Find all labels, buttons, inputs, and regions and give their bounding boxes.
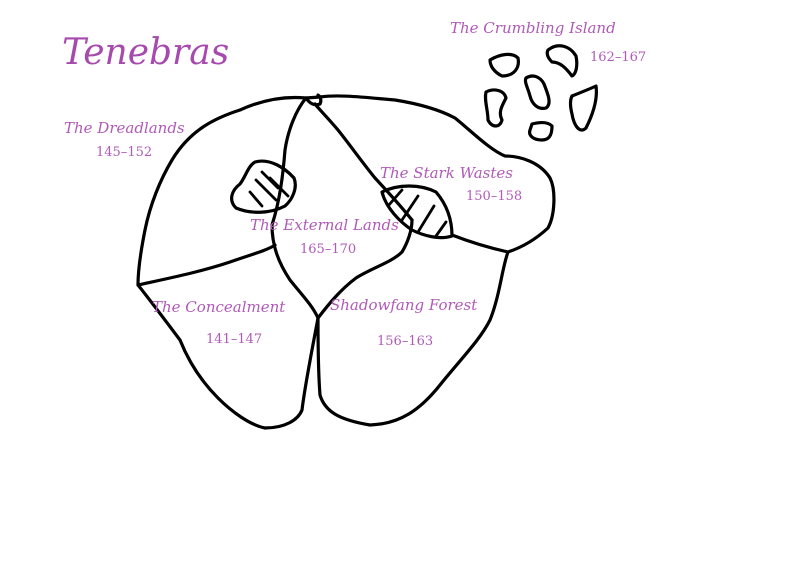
mountain-east-hatch-2 [400, 194, 420, 222]
mountain-east-hatch-1 [386, 188, 404, 208]
border-external-west [270, 96, 320, 320]
island-piece-1 [488, 52, 520, 78]
region-range-crumbling-island: 162–167 [590, 50, 646, 65]
region-name-shadowfang-forest: Shadowfang Forest [330, 296, 478, 314]
border-external-south [316, 218, 414, 320]
mountain-west-outline [230, 159, 297, 214]
map-title: Tenebras [62, 32, 229, 73]
mountain-west-hatch-1 [260, 170, 280, 190]
border-stark-waste-south [450, 233, 510, 254]
border-external-east [313, 102, 414, 222]
border-top-notch [304, 93, 323, 107]
region-name-concealment: The Concealment [152, 298, 286, 316]
mountain-west-hatch-2 [254, 178, 278, 202]
mountain-east-hatch-3 [416, 204, 436, 234]
region-name-crumbling-island: The Crumbling Island [450, 19, 616, 37]
island-piece-2 [545, 44, 579, 78]
mountain-west-hatch-4 [268, 176, 290, 198]
island-piece-5 [568, 84, 598, 132]
island-piece-4 [483, 88, 508, 128]
island-piece-3 [523, 74, 551, 110]
region-name-stark-wastes: The Stark Wastes [380, 164, 513, 182]
region-range-stark-wastes: 150–158 [466, 189, 522, 204]
region-range-concealment: 141–147 [206, 332, 262, 347]
mountain-east-outline [380, 184, 454, 240]
region-range-dreadlands: 145–152 [96, 145, 152, 160]
mountain-west-hatch-3 [248, 190, 264, 208]
region-range-external-lands: 165–170 [300, 242, 356, 257]
island-piece-6 [528, 121, 554, 142]
region-range-shadowfang-forest: 156–163 [377, 334, 433, 349]
mountain-east-hatch-4 [434, 220, 448, 238]
border-dreadlands-concealment [136, 243, 277, 287]
region-name-dreadlands: The Dreadlands [64, 119, 185, 137]
continent-outline [136, 94, 556, 430]
region-name-external-lands: The External Lands [250, 216, 399, 234]
